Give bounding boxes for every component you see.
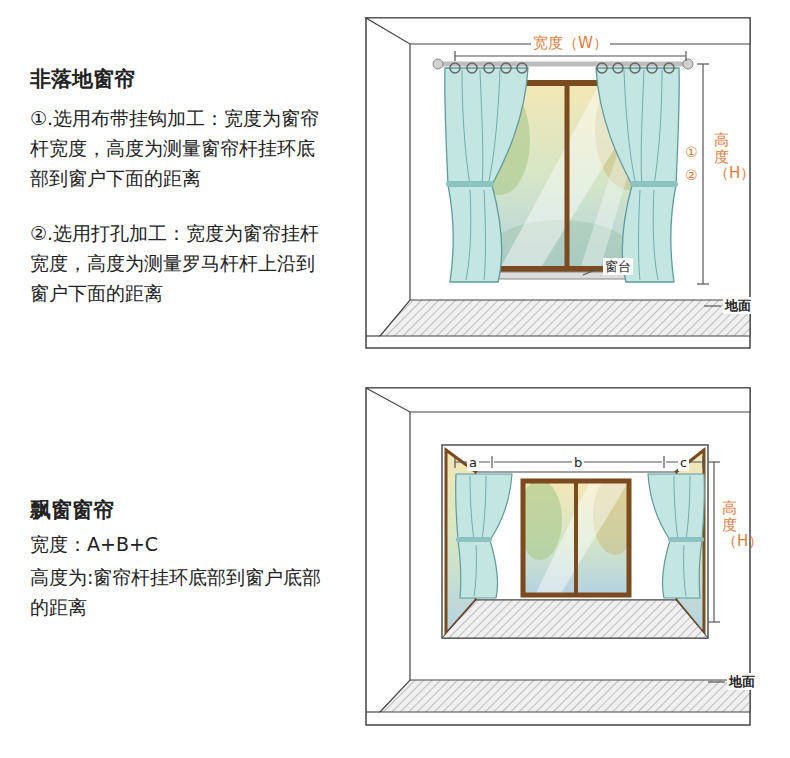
curtain-ring: [501, 63, 511, 73]
bay-recess: [442, 445, 708, 638]
part-label: 地面: [727, 673, 757, 690]
curtain-left: [456, 474, 512, 598]
curtain-panel: [648, 474, 704, 598]
wall-edge: [409, 44, 410, 300]
callout-number: ①: [683, 143, 700, 161]
curtain-ring: [450, 63, 460, 73]
curtain-panel: [596, 68, 679, 282]
curtain-ring: [467, 63, 477, 73]
landscape: [523, 481, 629, 595]
curtain-ring: [517, 63, 527, 73]
tieback: [456, 537, 492, 542]
tieback: [668, 537, 704, 542]
curtain-ring: [613, 63, 623, 73]
ceiling: [366, 388, 750, 412]
instruction-text: 宽度：A+B+C: [30, 532, 158, 557]
curtain-right: [648, 474, 704, 598]
instruction-text: 高度为:窗帘杆挂环底部到窗户底部的距离: [30, 562, 332, 622]
floor-edge: [366, 711, 380, 712]
dimension-tick: [663, 456, 664, 468]
curtain-panel: [445, 68, 528, 282]
tree: [523, 481, 562, 560]
tieback: [446, 181, 494, 187]
part-label: 窗台: [603, 258, 633, 275]
dimension-tick: [454, 51, 455, 61]
dimension-label: a: [467, 454, 479, 471]
curtain-fold: [674, 476, 690, 596]
room-frame: [366, 388, 750, 725]
room-outline: [366, 388, 750, 725]
curtain-left: [445, 63, 528, 282]
bay-sill: [442, 600, 708, 638]
dimension-tick: [697, 283, 709, 284]
dimension-label: 高度（H）: [722, 500, 737, 550]
floor: [380, 680, 750, 712]
curtain-fold: [462, 70, 500, 280]
dimension-tick: [708, 621, 720, 622]
dimension-label: b: [572, 454, 584, 471]
width-dimension: [455, 55, 686, 56]
light-ray: [535, 481, 629, 595]
rod-end: [433, 59, 443, 69]
leader-line: [708, 681, 725, 682]
tieback: [630, 181, 678, 187]
dimension-tick: [454, 456, 455, 468]
height-dimension: [713, 462, 714, 622]
curtain-ring: [484, 63, 494, 73]
curtain-ring: [597, 63, 607, 73]
curtain-ring: [630, 63, 640, 73]
room-outline: [366, 18, 750, 348]
curtain-fold: [470, 476, 486, 596]
instruction-text: ①.选用布带挂钩加工：宽度为窗帘杆宽度，高度为测量窗帘杆挂环底部到窗户下面的距离: [30, 103, 332, 193]
curtain-right: [596, 63, 679, 282]
bay-window: [442, 445, 708, 638]
dimension-label: 高度（H）: [714, 132, 729, 182]
curtain-ring: [647, 63, 657, 73]
room-frame: [366, 18, 750, 348]
dimension-label: c: [678, 454, 689, 471]
leader-line: [583, 268, 600, 275]
dimension-lines: [455, 456, 725, 682]
curtain-ring: [664, 63, 674, 73]
section-heading: 非落地窗帘: [30, 66, 135, 93]
dimension-tick: [697, 63, 709, 64]
height-dimension: [702, 64, 703, 284]
dimension-tick: [685, 51, 686, 61]
window-mullion: [565, 83, 570, 269]
window-mullion: [574, 481, 578, 595]
rod-end: [683, 59, 693, 69]
leader-line: [704, 305, 721, 306]
floor: [380, 300, 750, 336]
dimension-lines: [455, 51, 721, 306]
curtain-fold: [624, 70, 662, 280]
part-label: 地面: [723, 297, 753, 314]
dimension-tick: [702, 456, 703, 468]
dimension-tick: [708, 461, 720, 462]
dimension-tick: [491, 456, 492, 468]
floor-edge: [366, 335, 380, 336]
dimension-label: 宽度（W）: [531, 34, 610, 52]
wall-edge: [409, 412, 410, 680]
callout-number: ②: [683, 166, 700, 184]
section-heading: 飘窗窗帘: [30, 497, 114, 524]
curtain-panel: [456, 474, 512, 598]
window-frame: [523, 481, 629, 595]
instruction-text: ②.选用打孔加工：宽度为窗帘挂杆宽度，高度为测量罗马杆杆上沿到窗户下面的距离: [30, 218, 332, 308]
